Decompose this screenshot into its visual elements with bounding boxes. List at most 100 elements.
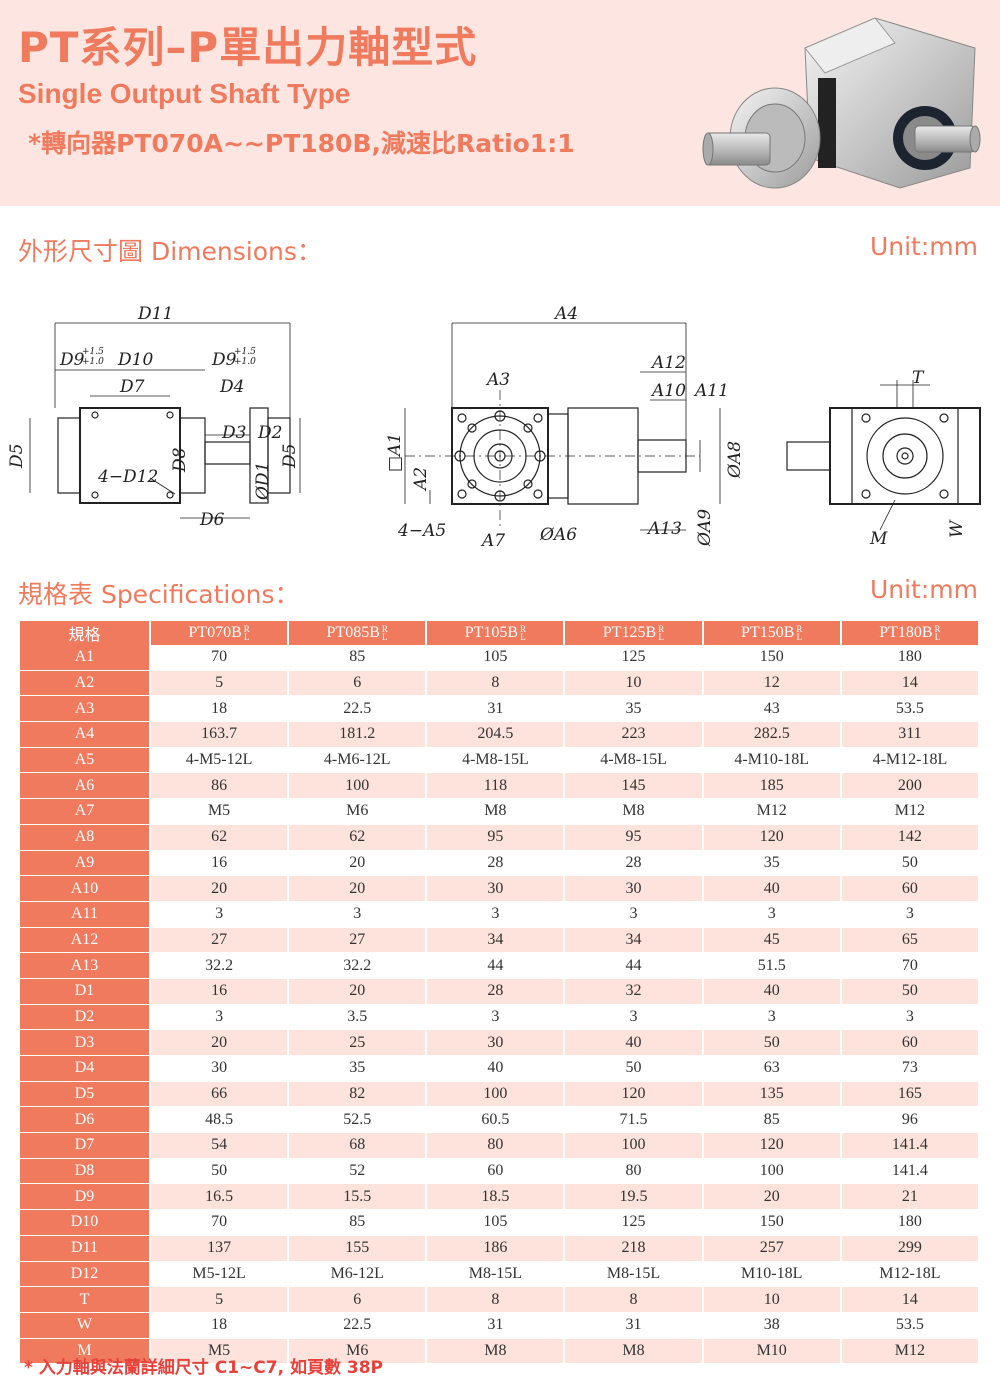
gearbox-product-image (702, 17, 981, 189)
row-label: A5 (20, 747, 151, 774)
table-cell: 18.5 (426, 1183, 566, 1211)
label-A5: 4−A5 (397, 521, 446, 541)
table-cell: 60 (840, 1029, 981, 1056)
table-cell: 22.5 (288, 695, 428, 723)
table-cell: 62 (150, 824, 290, 851)
table-cell: 85 (288, 1209, 428, 1236)
table-cell: 14 (840, 1286, 981, 1313)
suffix-l: L (520, 632, 526, 643)
table-cell: M8 (426, 798, 566, 825)
row-label: A4 (20, 721, 151, 748)
table-cell: 100 (564, 1132, 704, 1159)
table-cell: 18 (150, 1312, 290, 1339)
table-cell: 141.4 (840, 1132, 981, 1159)
table-cell: 85 (702, 1106, 842, 1134)
table-cell: M8 (564, 798, 704, 825)
row-label: A10 (20, 875, 151, 902)
table-cell: 141.4 (840, 1158, 981, 1185)
table-cell: 60.5 (426, 1106, 566, 1134)
model-name: PT105B (464, 624, 519, 641)
table-cell: 20 (288, 850, 428, 877)
label-M: M (869, 529, 888, 549)
row-label: A9 (20, 850, 151, 877)
table-cell: 60 (426, 1158, 566, 1185)
table-cell: 28 (426, 978, 566, 1005)
table-cell: 22.5 (288, 1312, 428, 1339)
table-cell: 204.5 (426, 721, 566, 748)
table-cell: 3 (702, 901, 842, 928)
table-cell: 4-M12-18L (840, 747, 981, 774)
table-cell: 120 (702, 824, 842, 851)
table-cell: 3 (426, 901, 566, 928)
suffix-r: R (934, 624, 941, 635)
table-cell: 51.5 (702, 952, 842, 979)
label-A11: A11 (693, 381, 729, 401)
table-cell: 10 (564, 670, 704, 697)
row-label: A13 (20, 952, 151, 979)
row-label: D4 (20, 1055, 151, 1082)
table-cell: M12 (702, 798, 842, 825)
table-cell: 16 (150, 978, 290, 1005)
label-D12: 4−D12 (97, 467, 158, 487)
model-name: PT070B (188, 624, 242, 641)
table-cell: 218 (564, 1235, 704, 1262)
row-label: D12 (20, 1261, 151, 1288)
label-D9-right: D9 (211, 350, 237, 370)
label-A8: ØA8 (725, 441, 745, 479)
model-name: PT125B (602, 624, 657, 641)
table-cell: 20 (702, 1183, 842, 1211)
table-cell: M8 (426, 1338, 566, 1365)
label-D9-tol-upper-right: +1.5 (234, 347, 256, 357)
table-cell: 20 (150, 1029, 290, 1056)
row-label: M (20, 1338, 151, 1365)
footnote: * 入力軸與法蘭詳細尺寸 C1~C7, 如頁數 38P (24, 1358, 383, 1378)
dimension-drawing: D11 D9 D10 D9 D7 D4 D3 D2 4−D12 D6 D5 D5… (7, 304, 981, 551)
table-cell: 180 (840, 1209, 981, 1236)
row-label: A3 (20, 695, 151, 723)
table-cell: M6 (288, 1338, 428, 1365)
table-cell: 45 (702, 927, 842, 954)
table-cell: 3 (150, 901, 290, 928)
row-label: D7 (20, 1132, 151, 1159)
table-cell: 18 (150, 695, 290, 723)
label-A1: □A1 (385, 433, 405, 472)
table-cell: 30 (426, 1029, 566, 1056)
label-A7: A7 (480, 531, 505, 551)
label-D3: D3 (221, 423, 246, 443)
table-cell: 20 (288, 875, 428, 902)
table-cell: 30 (426, 875, 566, 902)
table-cell: 53.5 (840, 1312, 981, 1339)
table-cell: 118 (426, 772, 566, 800)
table-cell: M12 (840, 798, 981, 825)
row-label: A7 (20, 798, 151, 825)
table-cell: 35 (288, 1055, 428, 1082)
output-view (786, 380, 981, 531)
label-D11: D11 (137, 304, 173, 324)
table-cell: 62 (288, 824, 428, 851)
table-cell: 150 (702, 645, 842, 671)
table-cell: 85 (288, 645, 428, 671)
table-cell: 68 (288, 1132, 428, 1159)
table-cell: 70 (840, 952, 981, 979)
table-cell: 40 (426, 1055, 566, 1082)
table-cell: 200 (840, 772, 981, 800)
label-D2: D2 (257, 423, 282, 443)
table-cell: 66 (150, 1081, 290, 1108)
table-cell: 32.2 (288, 952, 428, 979)
table-cell: 43 (702, 695, 842, 723)
table-cell: 60 (840, 875, 981, 902)
